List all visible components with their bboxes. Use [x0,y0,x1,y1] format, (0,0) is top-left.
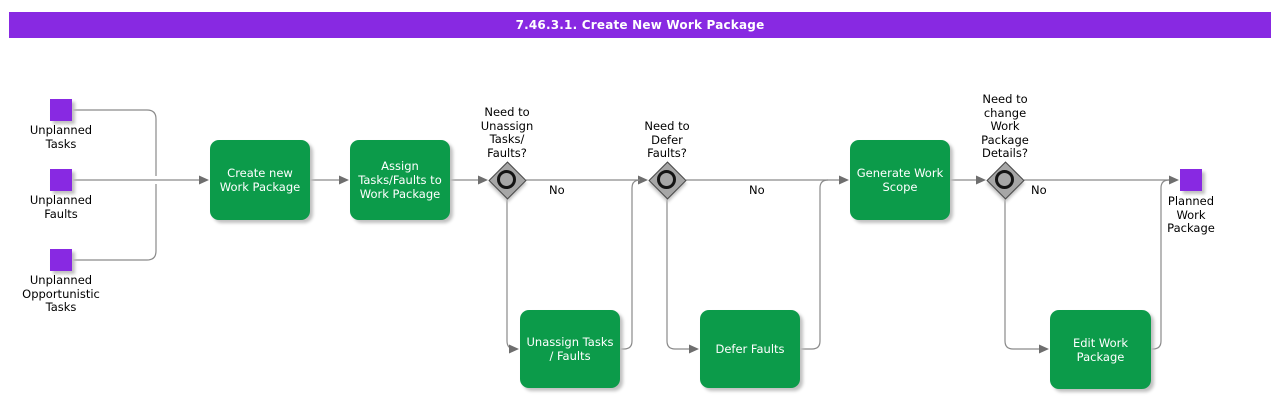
arrowhead [199,175,209,185]
process-create-new-work-package[interactable]: Create new Work Package [210,140,310,220]
title-bar: 7.46.3.1. Create New Work Package [9,12,1271,38]
process-unassign-tasks-faults[interactable]: Unassign Tasks / Faults [520,310,620,388]
end-node-label: Planned Work Package [1167,194,1215,235]
edge-decision3-yes [1004,199,1039,350]
start-node-unplanned-opportunistic-tasks[interactable] [50,249,72,271]
process-defer-faults[interactable]: Defer Faults [700,310,800,388]
page-title: 7.46.3.1. Create New Work Package [515,18,765,32]
arrowhead [1039,344,1049,354]
decision-label: Need to Unassign Tasks/ Faults? [480,105,534,160]
no-branch-label: No [549,183,565,197]
start-node-unplanned-tasks[interactable] [50,99,72,121]
arrowhead [1169,175,1179,185]
edge-decision1-yes [506,199,516,350]
decision-circle-icon [497,170,516,189]
end-node-planned-work-package[interactable] [1180,169,1202,191]
start-node-label: Unplanned Tasks [29,123,93,151]
arrowhead [638,175,648,185]
arrowhead [839,175,849,185]
start-node-label: Unplanned Opportunistic Tasks [22,273,100,314]
decision-need-to-defer[interactable] [647,160,687,200]
arrowhead [689,344,699,354]
edge-unassign-return [620,179,641,350]
start-node-unplanned-faults[interactable] [50,169,72,191]
no-branch-label: No [1031,183,1047,197]
process-edit-work-package[interactable]: Edit Work Package [1050,310,1151,389]
arrowhead [509,344,519,354]
decision-label: Need to change Work Package Details? [981,92,1029,160]
decision-need-to-change-details[interactable] [985,160,1025,200]
process-assign-tasks-faults[interactable]: Assign Tasks/Faults to Work Package [350,140,450,220]
edge-unplanned-tasks [73,109,157,176]
arrowhead [478,175,488,185]
decision-circle-icon [995,170,1014,189]
start-node-label: Unplanned Faults [29,193,93,221]
decision-label: Need to Defer Faults? [644,119,690,160]
edge-defer-return [800,179,829,350]
decision-need-to-unassign[interactable] [487,160,527,200]
edge-decision2-yes [666,199,689,350]
arrowhead [339,175,349,185]
edge-unplanned-opportunistic [73,184,157,261]
no-branch-label: No [749,183,765,197]
arrowhead [976,175,986,185]
decision-circle-icon [657,170,676,189]
edge-edit-return [1151,179,1170,350]
process-generate-work-scope[interactable]: Generate Work Scope [850,140,950,220]
